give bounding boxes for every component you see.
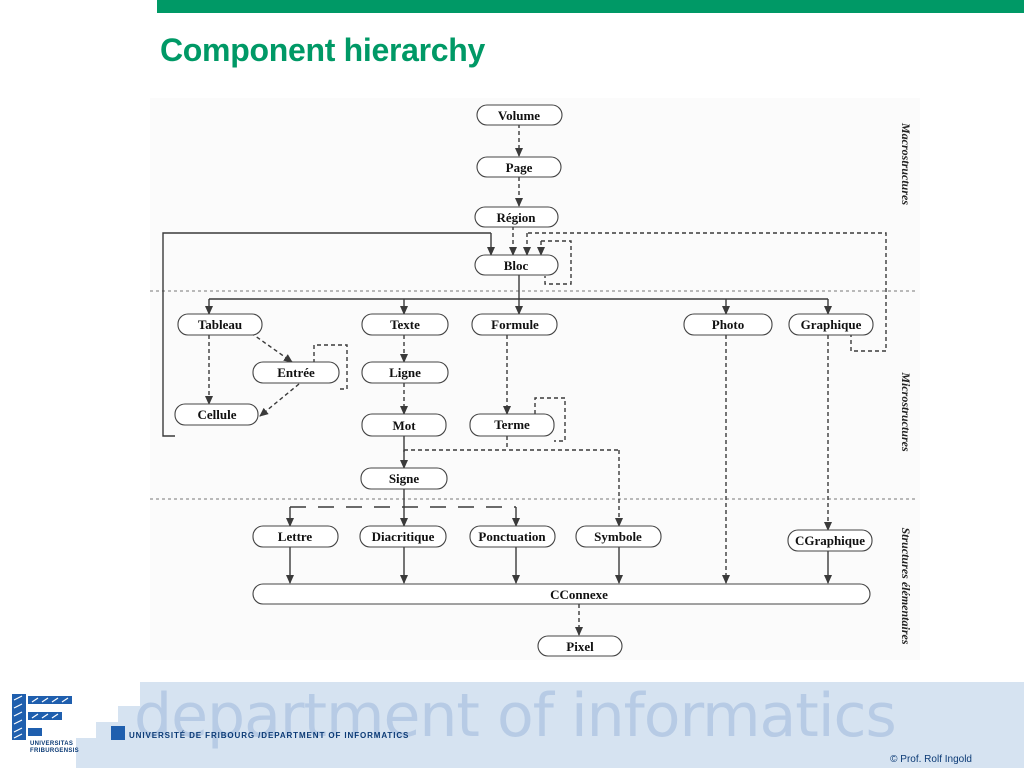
node-pixel-label: Pixel	[566, 639, 594, 654]
node-formule-label: Formule	[491, 317, 539, 332]
node-terme	[469, 413, 555, 437]
node-page-label: Page	[506, 160, 533, 175]
node-symbole-label: Symbole	[594, 529, 642, 544]
node-photo-label: Photo	[712, 317, 745, 332]
slide-title: Component hierarchy	[160, 32, 486, 68]
node-cgraphique	[787, 529, 873, 552]
footer-band	[140, 682, 1024, 768]
node-mot	[361, 413, 447, 437]
node-graphique-label: Graphique	[801, 317, 862, 332]
node-lettre	[252, 525, 339, 548]
node-page	[476, 156, 562, 178]
node-cellule	[174, 403, 259, 426]
node-signe	[360, 467, 448, 490]
university-logo-icon	[12, 694, 72, 740]
top-accent-bar	[157, 0, 1024, 13]
node-mot-label: Mot	[392, 418, 416, 433]
node-volume	[476, 104, 563, 126]
edge-terme-self	[534, 397, 566, 442]
copyright-notice: © Prof. Rolf Ingold	[890, 754, 972, 765]
node-ligne	[361, 361, 449, 384]
node-terme-label: Terme	[494, 417, 530, 432]
node-texte	[361, 313, 449, 336]
node-cellule-label: Cellule	[198, 407, 237, 422]
node-diacritique-label: Diacritique	[372, 529, 435, 544]
node-formule	[471, 313, 558, 336]
node-photo	[683, 313, 773, 336]
node-entree-label: Entrée	[277, 365, 315, 380]
hierarchy-diagram: Volume Page Région Bloc Tableau Texte Fo…	[150, 98, 920, 660]
node-lettre-label: Lettre	[278, 529, 313, 544]
node-cconnexe-label: CConnexe	[550, 587, 608, 602]
node-signe-label: Signe	[389, 471, 420, 486]
edge-entree-cellule	[259, 383, 300, 417]
section-label-elementary: Structures élémentaires	[899, 527, 913, 644]
edge-entree-self	[313, 344, 348, 390]
node-texte-label: Texte	[390, 317, 420, 332]
edge-bloc-self	[541, 240, 572, 285]
university-logo-text: UNIVERSITAS FRIBURGENSIS	[30, 741, 79, 755]
node-region-label: Région	[497, 210, 537, 225]
logo-line-2: FRIBURGENSIS	[30, 748, 79, 754]
node-entree	[252, 361, 340, 384]
hierarchy-diagram-svg: Volume Page Région Bloc Tableau Texte Fo…	[150, 98, 920, 660]
node-tableau-label: Tableau	[198, 317, 242, 332]
node-symbole	[575, 525, 662, 548]
section-label-macro: Macrostructures	[899, 122, 913, 205]
node-bloc	[474, 254, 559, 276]
section-label-micro: Microstructures	[899, 371, 913, 452]
node-region	[474, 206, 559, 228]
edge-graphique-bloc	[527, 232, 887, 352]
footer-university-line: UNIVERSITÉ DE FRIBOURG /DEPARTMENT OF IN…	[129, 731, 410, 740]
footer-step-3	[76, 738, 98, 768]
node-cgraphique-label: CGraphique	[795, 533, 865, 548]
node-ligne-label: Ligne	[389, 365, 421, 380]
node-diacritique	[359, 525, 447, 548]
footer-department-text: department of informatics	[134, 681, 897, 751]
node-cconnexe	[252, 583, 871, 605]
node-ponctuation-label: Ponctuation	[478, 529, 546, 544]
node-ponctuation	[469, 525, 556, 548]
node-pixel	[537, 635, 623, 657]
edge-cellule-bloc	[162, 232, 491, 437]
node-tableau	[177, 313, 263, 336]
logo-line-1: UNIVERSITAS	[30, 741, 74, 747]
node-volume-label: Volume	[498, 108, 540, 123]
edge-tableau-entree	[250, 332, 293, 363]
university-line-mark	[111, 726, 125, 740]
node-bloc-label: Bloc	[504, 258, 529, 273]
node-graphique	[788, 313, 874, 336]
